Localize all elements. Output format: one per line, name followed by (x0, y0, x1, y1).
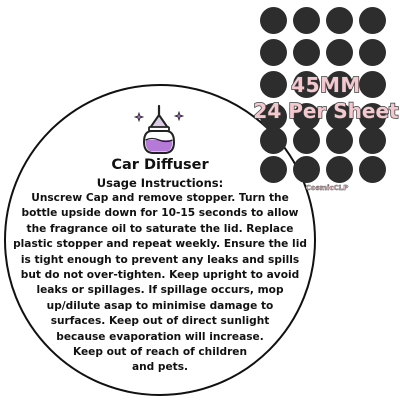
instruction-line: and pets. (131, 361, 189, 374)
instruction-line: plastic stopper and repeat weekly. Ensur… (13, 238, 307, 251)
sheet-dot (359, 39, 386, 66)
instruction-line: bottle upside down for 10-15 seconds to … (21, 207, 299, 220)
sheet-dot (260, 39, 287, 66)
sheet-dot (326, 156, 353, 183)
sheet-dot (326, 71, 353, 98)
sheet-dot (293, 71, 320, 98)
sheet-dot (293, 39, 320, 66)
sheet-dot (359, 7, 386, 34)
sheet-dot (293, 156, 320, 183)
instruction-line: leaks or spillages. If spillage occurs, … (36, 284, 284, 297)
sheet-dot (260, 156, 287, 183)
instruction-line: up/dilute asap to minimise damage to (46, 299, 274, 312)
sheet-dot (293, 7, 320, 34)
usage-instructions: Unscrew Cap and remove stopper. Turn the… (8, 191, 312, 376)
instruction-line: the fragrance oil to saturate the lid. R… (26, 222, 294, 235)
sheet-dot (326, 39, 353, 66)
instruction-line: surfaces. Keep out of direct sunlight (50, 315, 270, 328)
car-diffuser-icon (133, 104, 185, 154)
instruction-line: Unscrew Cap and remove stopper. Turn the (31, 192, 289, 204)
sheet-dot (326, 7, 353, 34)
brand-watermark: CosmicCLP (305, 184, 349, 192)
sheet-dot (260, 127, 287, 154)
sheet-dot (359, 103, 386, 130)
label-subtitle: Usage Instructions: (96, 176, 224, 190)
sheet-dot (359, 156, 386, 183)
sheet-dot (326, 103, 353, 130)
sheet-dot (293, 103, 320, 130)
sheet-dot (260, 7, 287, 34)
label-size-text: 45MM (290, 72, 361, 97)
sheet-dot (326, 127, 353, 154)
per-sheet-count-text: 24 Per Sheet (253, 98, 400, 123)
instruction-line: because evaporation will increase. (56, 330, 264, 343)
sheet-dot (260, 103, 287, 130)
instruction-line: but do not over-tighten. Keep upright to… (20, 269, 300, 282)
sheet-dot (293, 127, 320, 154)
sheet-preview: 45MM 24 Per Sheet CosmicCLP (252, 0, 400, 196)
sheet-dot (359, 71, 386, 98)
instruction-line: Keep out of reach of children (72, 346, 248, 359)
instruction-line: is tight enough to prevent any leaks and… (20, 253, 300, 266)
sheet-dot (260, 71, 287, 98)
label-title: Car Diffuser (111, 157, 209, 173)
sheet-dot (359, 127, 386, 154)
